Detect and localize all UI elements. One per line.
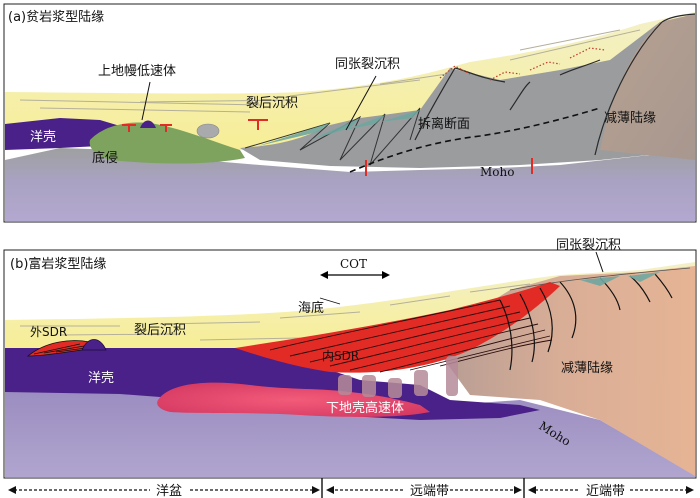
detachment-fault-a <box>349 107 601 173</box>
label-oceanic-crust-b: 洋壳 <box>88 371 114 386</box>
mantle-a <box>5 148 695 221</box>
syn-rift-a <box>258 110 420 146</box>
faults-b <box>499 267 691 371</box>
label-post-rift-a: 裂后沉积 <box>246 96 298 111</box>
panel-a: (a)贫岩浆型陆缘 上地幔低速体 同张裂沉积 裂后沉积 洋壳 底侵 拆离断面 减… <box>3 3 697 223</box>
rock-blob-a <box>196 123 220 139</box>
label-syn-rift-a: 同张裂沉积 <box>335 57 400 72</box>
magma-dikes <box>338 356 458 398</box>
sdr-reflectors <box>269 299 553 373</box>
label-oceanic-crust-a: 洋壳 <box>30 130 56 145</box>
sediment-b <box>5 262 695 348</box>
label-mantle-low-velocity: 上地幔低速体 <box>98 64 176 79</box>
faults-a <box>414 13 696 156</box>
label-syn-rift-b: 同张裂沉积 <box>556 238 621 253</box>
sediment-lines-b <box>20 283 531 341</box>
zone-distal: 远端带 <box>410 484 449 498</box>
leaders-a <box>141 75 377 131</box>
panel-a-title: (a)贫岩浆型陆缘 <box>8 9 104 25</box>
zone-bar: 洋盆 远端带 近端带 <box>8 478 694 498</box>
red-markers-a <box>122 119 533 176</box>
lower-crust-hv-body <box>157 382 430 417</box>
panel-b-title: (b)富岩浆型陆缘 <box>10 256 106 272</box>
volcanic-knob-a <box>140 120 156 128</box>
volcanic-mound-b <box>81 339 107 351</box>
label-detachment: 拆离断面 <box>418 116 470 132</box>
label-moho-a: Moho <box>480 165 514 179</box>
label-outer-sdr: 外SDR <box>30 325 67 339</box>
outer-sdr-lines <box>33 343 87 355</box>
leader-syn-rift-b <box>595 251 604 273</box>
label-post-rift-b: 裂后沉积 <box>134 323 186 338</box>
ridge-dots-a <box>439 47 606 81</box>
underplating-ridge-a <box>89 122 245 164</box>
label-inner-sdr: 内SDR <box>322 349 359 363</box>
label-seafloor: 海底 <box>298 300 324 316</box>
syn-rift-b <box>580 272 660 286</box>
label-cot: COT <box>340 257 367 271</box>
sky-a <box>5 8 695 94</box>
label-lower-crust-hv: 下地壳高速体 <box>326 400 404 416</box>
label-thinned-margin-a: 减薄陆缘 <box>604 110 656 126</box>
zone-proximal: 近端带 <box>586 484 625 498</box>
label-thinned-margin-b: 减薄陆缘 <box>561 360 613 376</box>
leader-seafloor <box>319 297 341 305</box>
tilted-blocks-a <box>244 107 421 166</box>
panel-b: (b)富岩浆型陆缘 COT 同张裂沉积 海底 外SDR 裂后沉积 内SDR 洋壳… <box>3 238 697 479</box>
label-underplating: 底侵 <box>92 150 118 166</box>
zone-basin: 洋盆 <box>156 484 182 498</box>
cot-arrow <box>320 271 390 279</box>
thinned-continent-a <box>600 14 695 160</box>
